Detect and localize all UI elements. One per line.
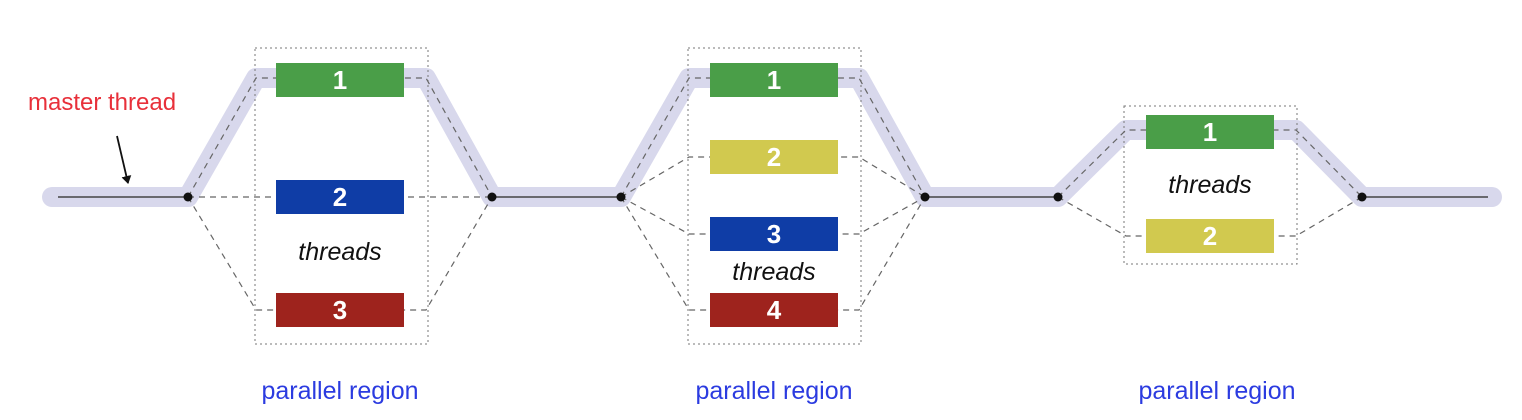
fork-join-points — [183, 192, 1367, 202]
parallel-region-1: 1 2 3 threads parallel region — [187, 47, 493, 405]
join-point — [1357, 192, 1367, 202]
thread-number: 4 — [767, 295, 782, 325]
thread-box-rect — [1146, 219, 1274, 253]
thread-box-1: 1 — [276, 63, 404, 97]
thread-box-2: 2 — [710, 140, 838, 174]
thread-box-rect — [710, 217, 838, 251]
region-label: parallel region — [695, 377, 852, 405]
region-boundary-box — [1123, 105, 1298, 265]
thread-number: 2 — [767, 142, 781, 172]
thread-box-rect — [276, 180, 404, 214]
threads-label: threads — [732, 258, 815, 286]
fork-point — [183, 192, 193, 202]
thread-box-rect — [276, 63, 404, 97]
parallel-region-3: 1 2 threads parallel region — [1057, 105, 1363, 405]
parallel-region-2: 1 2 3 4 threads parallel region — [620, 47, 926, 405]
thread-box-rect — [710, 293, 838, 327]
region-boundary-box — [254, 47, 429, 345]
thread-connector — [620, 196, 926, 235]
thread-connector — [1057, 196, 1363, 237]
threads-label: threads — [298, 238, 381, 266]
region-label: parallel region — [261, 377, 418, 405]
thread-box-1: 1 — [1146, 115, 1274, 149]
thread-box-rect — [276, 293, 404, 327]
thread-box-2: 2 — [276, 180, 404, 214]
region-boundary-box — [687, 47, 862, 345]
fork-point — [1053, 192, 1063, 202]
region-label: parallel region — [1138, 377, 1295, 405]
thread-connector — [620, 196, 926, 311]
thread-box-rect — [710, 140, 838, 174]
join-point — [920, 192, 930, 202]
thread-connector — [620, 156, 926, 198]
thread-box-3: 3 — [276, 293, 404, 327]
thread-connector — [187, 196, 493, 311]
thread-box-rect — [1146, 115, 1274, 149]
thread-number: 3 — [767, 219, 781, 249]
thread-number: 2 — [333, 182, 347, 212]
thread-box-3: 3 — [710, 217, 838, 251]
thread-box-1: 1 — [710, 63, 838, 97]
master-thread-label: master thread — [28, 89, 176, 116]
join-point — [487, 192, 497, 202]
threads-label: threads — [1168, 171, 1251, 199]
thread-box-4: 4 — [710, 293, 838, 327]
thread-number: 1 — [333, 65, 347, 95]
thread-number: 3 — [333, 295, 347, 325]
master-thread-arrow — [116, 135, 132, 184]
thread-box-rect — [710, 63, 838, 97]
thread-box-2: 2 — [1146, 219, 1274, 253]
thread-number: 1 — [1203, 117, 1217, 147]
fork-point — [616, 192, 626, 202]
thread-number: 2 — [1203, 221, 1217, 251]
thread-number: 1 — [767, 65, 781, 95]
